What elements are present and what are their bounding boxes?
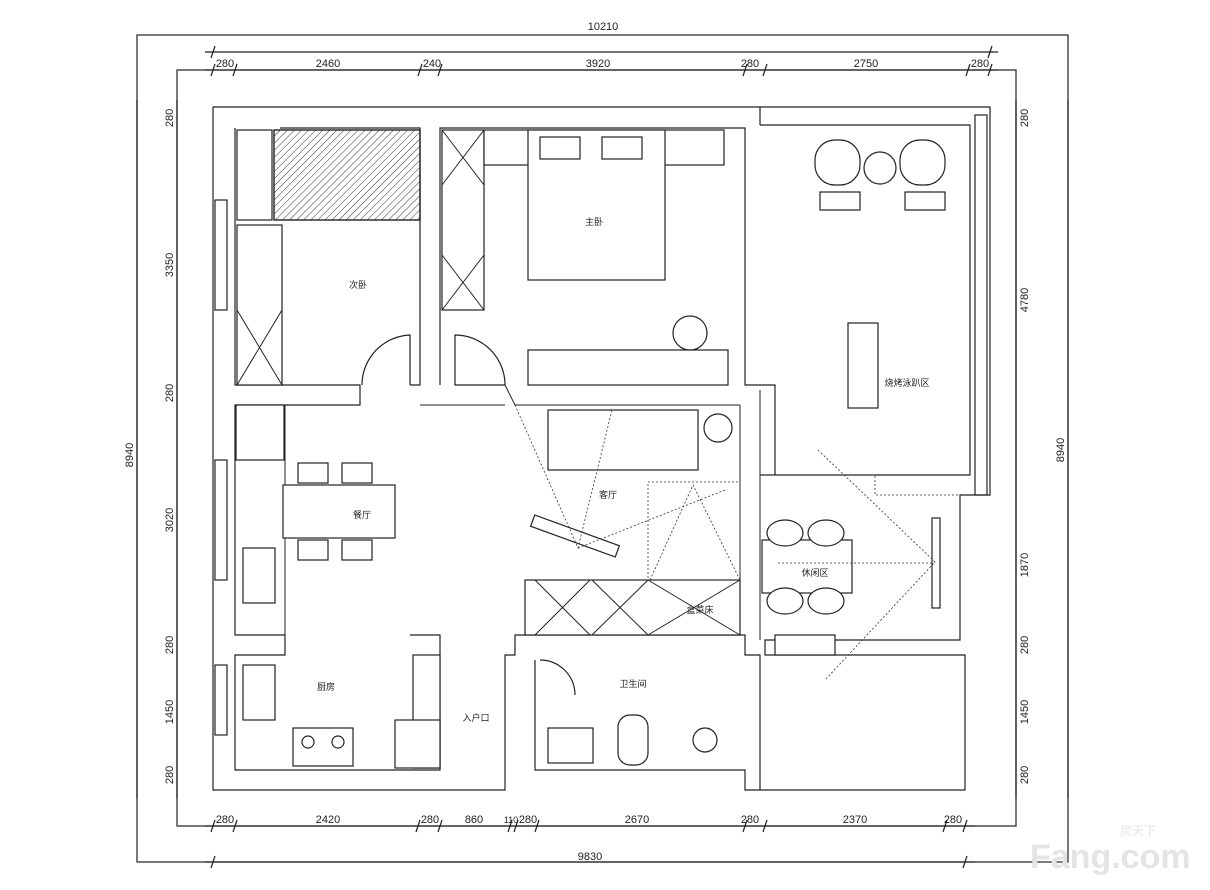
dim-label: 1450 [1019,700,1031,724]
dim-bottom-total: 9830 [578,851,602,863]
furniture [242,129,946,767]
room-label-bbq-pool: 烧烤泳趴区 [884,377,929,389]
dim-right-total: 8940 [1055,438,1067,462]
room-label-entrance: 入户口 [462,712,489,724]
dims-left: 280 3350 280 3020 280 1450 280 8940 [124,109,176,784]
wardrobes [235,129,741,769]
dim-label: 2420 [316,814,340,826]
dim-label: 280 [164,766,176,784]
dim-label: 280 [971,58,989,70]
watermark-cn: 房天下 [1120,823,1156,838]
dim-label: 280 [519,814,537,826]
dim-label: 3920 [586,58,610,70]
room-label-second-bedroom: 次卧 [349,279,367,291]
dim-label: 2370 [843,814,867,826]
room-labels: 次卧 主卧 烧烤泳趴区 餐厅 客厅 盒菜床 休闲区 厨房 入户口 卫生间 [317,216,930,724]
room-label-dining: 餐厅 [353,509,371,521]
room-label-leisure: 休闲区 [801,567,828,579]
dim-left-total: 8940 [124,443,136,467]
watermark-logo: 房天下 Fang.com [1030,823,1191,876]
dim-label: 280 [1019,109,1031,127]
dim-label: 2750 [854,58,878,70]
dimension-ticks [210,45,993,869]
dim-label: 280 [164,636,176,654]
room-label-master-bedroom: 主卧 [585,216,603,228]
doors [361,334,576,696]
dims-bottom: 280 2420 280 860 110 280 2670 280 2370 2… [216,814,962,826]
dim-label: 110 [504,815,518,825]
dimension-lines [136,51,1069,863]
dim-label: 280 [164,109,176,127]
dim-label: 4780 [1019,288,1031,312]
room-label-box-bed: 盒菜床 [686,604,713,616]
dim-label: 280 [1019,636,1031,654]
watermark-en: Fang.com [1030,838,1191,876]
sight-lines [514,404,960,681]
dims-top: 280 2460 240 3920 280 2750 280 [216,58,989,70]
dim-label: 1870 [1019,553,1031,577]
dim-label: 280 [741,814,759,826]
dim-label: 280 [421,814,439,826]
dim-label: 280 [944,814,962,826]
dim-label: 3350 [164,253,176,277]
dim-label: 280 [216,58,234,70]
dim-label: 860 [465,814,483,826]
dims-right: 280 4780 1870 280 1450 280 8940 [1019,109,1067,784]
dim-label: 1450 [164,700,176,724]
dim-label: 280 [164,384,176,402]
dim-label: 2670 [625,814,649,826]
dim-label: 240 [423,58,441,70]
dim-top-total: 10210 [588,21,619,33]
dim-label: 280 [1019,766,1031,784]
dim-label: 280 [741,58,759,70]
dim-label: 280 [216,814,234,826]
dim-label: 2460 [316,58,340,70]
room-label-kitchen: 厨房 [317,681,335,693]
room-label-living: 客厅 [599,489,617,501]
dim-label: 3020 [164,508,176,532]
room-label-bathroom: 卫生间 [619,678,646,690]
